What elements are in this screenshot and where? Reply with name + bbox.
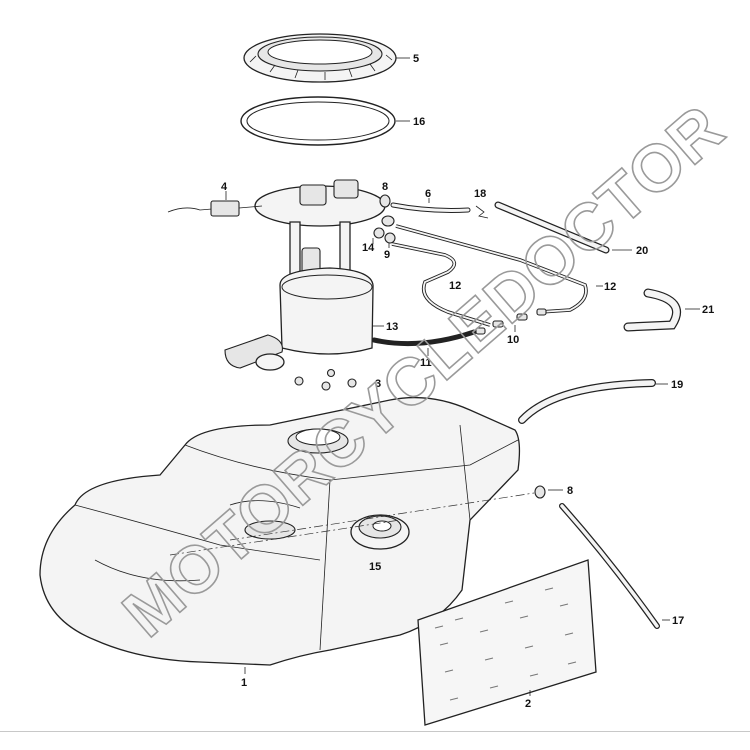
label-17: 17 — [672, 615, 684, 627]
label-12-left: 12 — [449, 280, 461, 292]
alignment-line-2 — [169, 519, 401, 556]
hose-11 — [371, 329, 477, 347]
label-9: 9 — [384, 249, 390, 261]
label-8-upper: 8 — [382, 181, 388, 193]
fuel-pump-module — [224, 179, 386, 371]
seal-ring — [240, 96, 396, 146]
label-13: 13 — [386, 321, 398, 333]
label-11: 11 — [420, 357, 432, 369]
label-20: 20 — [636, 245, 648, 257]
label-12-right: 12 — [604, 281, 616, 293]
label-10: 10 — [507, 334, 519, 346]
hose-19 — [518, 379, 656, 424]
label-2: 2 — [525, 698, 531, 710]
label-18: 18 — [474, 188, 486, 200]
grommets-3 — [294, 368, 357, 391]
label-19: 19 — [671, 379, 683, 391]
label-6: 6 — [425, 188, 431, 200]
label-14: 14 — [362, 242, 375, 254]
elbow-hose-21 — [623, 288, 681, 332]
label-3: 3 — [375, 378, 381, 390]
alignment-line — [229, 492, 535, 541]
hose-17 — [559, 503, 660, 629]
locking-ring — [243, 33, 397, 83]
clamp-8-lower — [534, 485, 546, 499]
clip-18 — [475, 205, 489, 219]
bottom-divider — [0, 731, 750, 732]
label-15: 15 — [369, 561, 381, 573]
label-16: 16 — [413, 116, 425, 128]
clamp-set-upper — [373, 194, 396, 244]
label-21: 21 — [702, 304, 714, 316]
label-4: 4 — [221, 181, 228, 193]
heat-shield-panel — [417, 559, 597, 726]
wire-connector — [167, 200, 263, 217]
label-5: 5 — [413, 53, 419, 65]
fuel-tank — [39, 396, 521, 666]
connectors-10 — [475, 308, 547, 335]
hose-6 — [390, 202, 471, 213]
label-8-lower: 8 — [567, 485, 573, 497]
label-1: 1 — [241, 677, 247, 689]
vent-tube-20 — [494, 201, 610, 254]
fuel-lines-12 — [391, 224, 588, 327]
